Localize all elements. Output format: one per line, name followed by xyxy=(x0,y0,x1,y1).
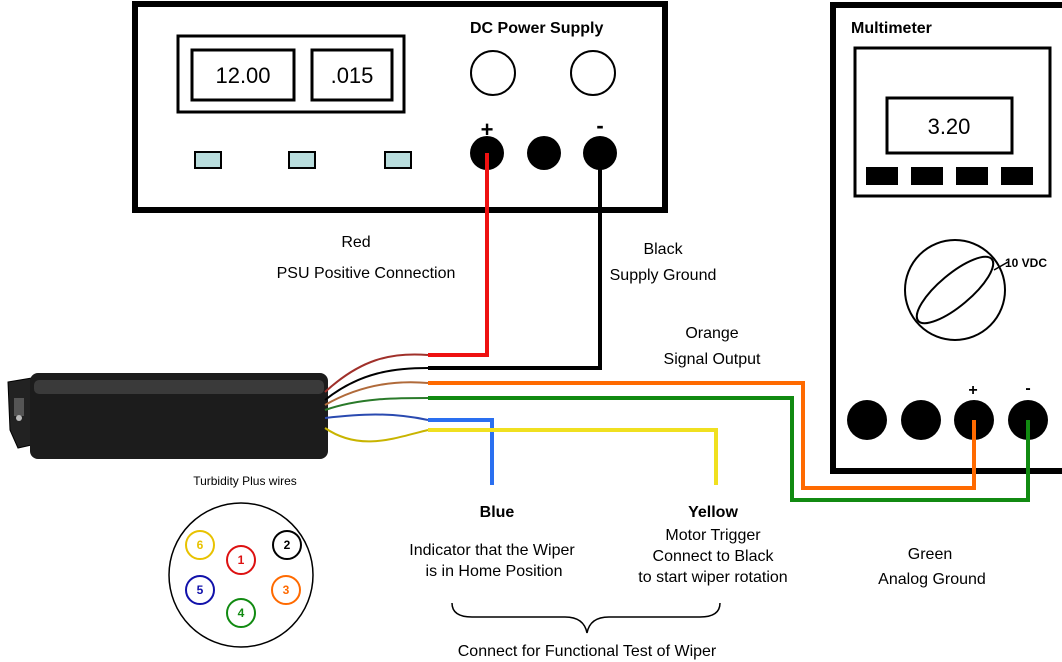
psu-button-3[interactable] xyxy=(384,151,412,169)
connector-pin-3 xyxy=(271,575,301,605)
meter-jack-2[interactable] xyxy=(901,400,941,440)
connector-pin-label-4: 4 xyxy=(238,606,245,620)
green-wire-desc: Analog Ground xyxy=(878,571,986,588)
psu-voltage-display xyxy=(190,48,296,102)
connector-pin-label-1: 1 xyxy=(238,553,245,567)
psu-ground-terminal[interactable] xyxy=(527,136,561,170)
psu-minus-symbol: - xyxy=(596,113,603,138)
psu-button-2[interactable] xyxy=(288,151,316,169)
functional-test-label: Connect for Functional Test of Wiper xyxy=(458,643,717,660)
multimeter: Multimeter 3.20 10 VDC + - xyxy=(830,2,1062,474)
psu-title: DC Power Supply xyxy=(470,20,603,37)
pigtail-yellow xyxy=(324,427,429,443)
connector-pin-4 xyxy=(226,598,256,628)
psu-current-display xyxy=(310,48,394,102)
meter-button-2[interactable] xyxy=(911,167,943,185)
wire-runs xyxy=(428,153,1030,502)
meter-range-dial[interactable] xyxy=(904,239,1006,341)
psu-voltage-knob[interactable] xyxy=(470,50,516,96)
connector-pin-2 xyxy=(272,530,302,560)
red-wire-name: Red xyxy=(341,234,370,251)
connector-pin-label-6: 6 xyxy=(197,538,204,552)
yellow-wire-name: Yellow xyxy=(688,504,738,521)
black-wire xyxy=(428,153,602,370)
connector-pin-label-2: 2 xyxy=(284,538,291,552)
green-wire xyxy=(428,396,1030,502)
sensor-screw xyxy=(16,415,22,421)
meter-plus-symbol: + xyxy=(968,382,977,399)
turbidity-sensor xyxy=(7,373,328,459)
connector-pin-label-3: 3 xyxy=(283,583,290,597)
connector-pinout: Turbidity Plus wires 6 1 2 5 3 4 xyxy=(168,474,314,648)
psu-button-1[interactable] xyxy=(194,151,222,169)
functional-test-brace xyxy=(451,602,721,634)
meter-button-1[interactable] xyxy=(866,167,898,185)
connector-title: Turbidity Plus wires xyxy=(193,474,297,488)
blue-wire-desc-2: is in Home Position xyxy=(426,563,563,580)
yellow-wire-desc-2: Connect to Black xyxy=(653,548,775,565)
red-wire xyxy=(428,153,489,357)
connector-pin-6 xyxy=(185,530,215,560)
pigtail-orange xyxy=(324,381,429,406)
psu-current-reading: .015 xyxy=(331,63,374,88)
connector-pin-1 xyxy=(226,545,256,575)
pigtail-blue xyxy=(324,413,429,421)
meter-dial-pointer xyxy=(915,255,995,325)
dc-power-supply: DC Power Supply 12.00 .015 + - xyxy=(132,1,668,213)
sensor-pigtails xyxy=(324,353,429,443)
meter-button-4[interactable] xyxy=(1001,167,1033,185)
blue-wire-desc-1: Indicator that the Wiper xyxy=(409,542,575,559)
meter-range-label: 10 VDC xyxy=(1005,256,1047,270)
orange-wire-name: Orange xyxy=(685,325,738,342)
connector-pin-5 xyxy=(185,575,215,605)
meter-range-leader xyxy=(993,261,1009,271)
meter-title: Multimeter xyxy=(851,20,932,37)
meter-minus-symbol: - xyxy=(1025,380,1030,397)
pigtail-green xyxy=(324,397,429,411)
pigtail-red xyxy=(324,353,429,393)
blue-wire xyxy=(428,418,494,485)
meter-reading: 3.20 xyxy=(928,114,971,139)
sensor-highlight xyxy=(34,380,324,394)
sensor-end-bracket xyxy=(14,398,24,416)
orange-wire-desc: Signal Output xyxy=(664,351,762,368)
black-wire-desc: Supply Ground xyxy=(610,267,717,284)
yellow-wire-desc-3: to start wiper rotation xyxy=(638,569,787,586)
black-wire-name: Black xyxy=(643,241,683,258)
psu-current-knob[interactable] xyxy=(570,50,616,96)
psu-voltage-reading: 12.00 xyxy=(215,63,270,88)
connector-pin-label-5: 5 xyxy=(197,583,204,597)
yellow-wire xyxy=(428,428,718,485)
pigtail-black xyxy=(324,367,429,401)
red-wire-desc: PSU Positive Connection xyxy=(277,265,456,282)
meter-button-3[interactable] xyxy=(956,167,988,185)
psu-plus-symbol: + xyxy=(481,117,494,142)
meter-display xyxy=(885,96,1014,155)
blue-wire-name: Blue xyxy=(480,504,515,521)
meter-jack-1[interactable] xyxy=(847,400,887,440)
orange-wire xyxy=(428,381,976,490)
green-wire-name: Green xyxy=(908,546,952,563)
yellow-wire-desc-1: Motor Trigger xyxy=(665,527,761,544)
sensor-housing xyxy=(30,373,328,459)
